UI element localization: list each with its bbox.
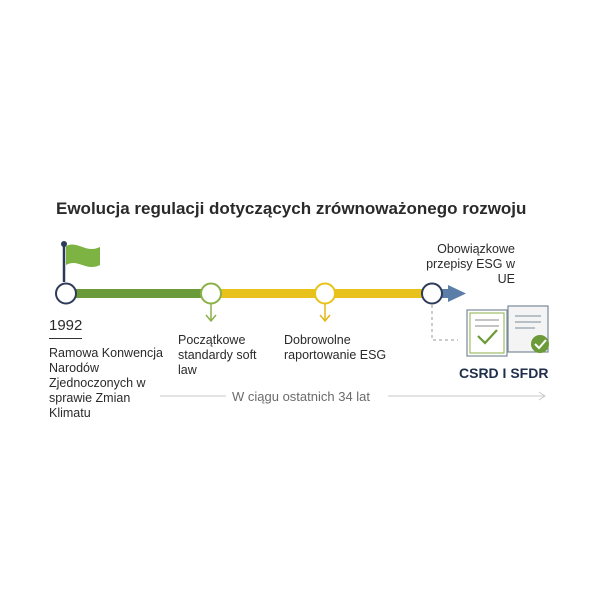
check-badge-icon	[531, 335, 549, 353]
flag-icon	[61, 241, 100, 282]
milestone-label-soft-law: Początkowe standardy soft law	[178, 333, 257, 377]
start-year: 1992	[49, 317, 83, 334]
milestone-label-mandatory-esg: Obowiązkowe przepisy ESG w UE	[426, 242, 515, 286]
timeline-node-voluntary	[314, 282, 336, 305]
documents-icon	[466, 305, 549, 357]
dashed-connector	[431, 305, 458, 341]
arrow-down-icon	[319, 304, 331, 323]
documents-caption: CSRD I SFDR	[459, 365, 549, 381]
timeline-node-1992	[55, 282, 77, 305]
span-arrow	[160, 391, 546, 401]
timeline-arrowhead	[448, 285, 466, 302]
timespan-label: W ciągu ostatnich 34 lat	[232, 389, 371, 404]
timeline-node-mandatory	[421, 282, 443, 305]
milestone-label-voluntary-esg: Dobrowolne raportowanie ESG	[284, 333, 387, 362]
start-year-underline	[49, 338, 82, 339]
milestone-label-unfccc: Ramowa Konwencja Narodów Zjednoczonych w…	[49, 346, 163, 420]
diagram-title: Ewolucja regulacji dotyczących zrównoważ…	[56, 199, 527, 218]
timeline-segment-green	[66, 289, 211, 298]
arrow-down-icon	[205, 304, 217, 323]
timeline-node-soft-law	[200, 282, 222, 305]
